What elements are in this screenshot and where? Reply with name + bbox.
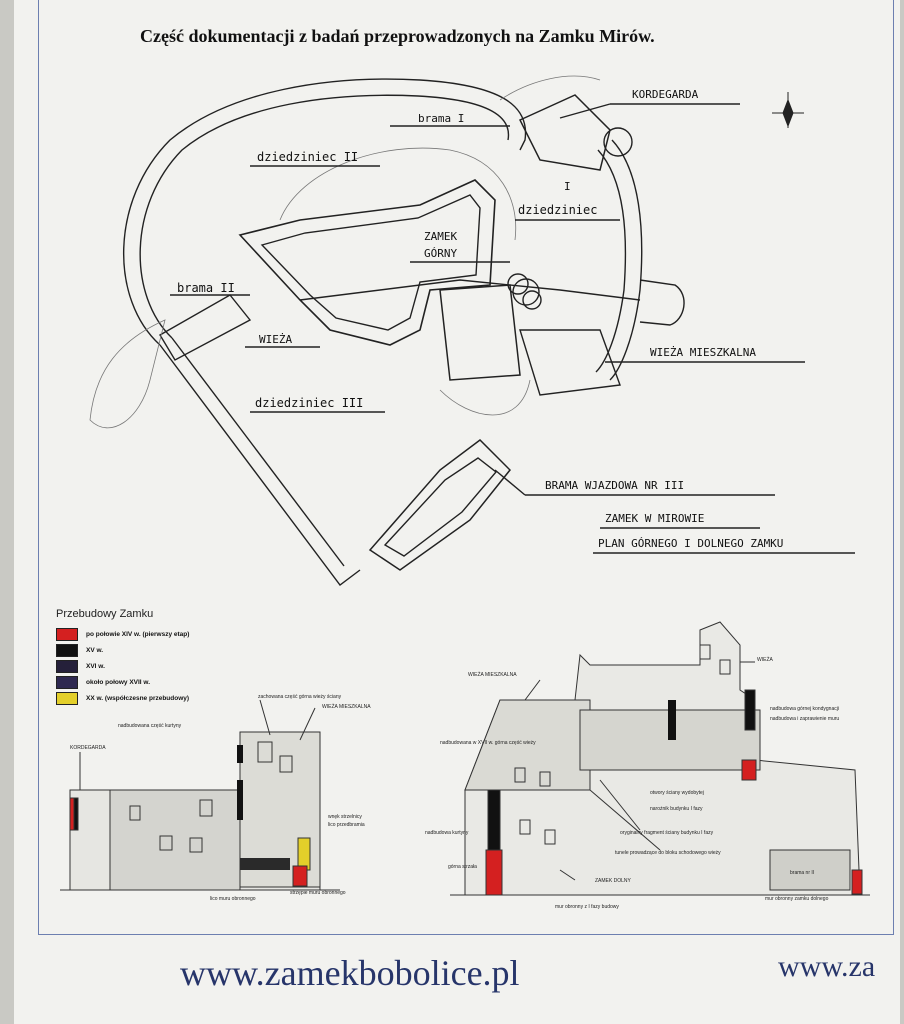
kordegarda-building: [518, 94, 611, 171]
website-url-cut: www.za: [778, 950, 876, 983]
elev-right-note: otwory ściany wydobytej: [650, 790, 704, 796]
gate-two: [159, 294, 252, 361]
label-dziedziniec-1: dziedziniec: [518, 203, 598, 217]
elev-right-note: brama nr II: [790, 870, 815, 876]
label-kordegarda: KORDEGARDA: [632, 88, 699, 101]
legend-item: po połowie XIV w. (pierwszy etap): [56, 626, 189, 642]
label-brama-1: brama I: [418, 112, 465, 125]
elev-left-note: strzępie muru obronnego: [290, 890, 346, 896]
label-zamek-w-mirowie: ZAMEK W MIROWIE: [605, 512, 705, 525]
label-dziedziniec-3: dziedziniec III: [255, 396, 364, 410]
elev-left-wieza-mieszkalna: WIEŻA MIESZKALNA: [322, 704, 371, 710]
legend-swatch: [56, 643, 78, 657]
label-wieza: WIEŻA: [259, 333, 293, 346]
east-bastion: [639, 279, 685, 326]
residential-tower: [439, 284, 521, 381]
elev-right-note: górna strzała: [448, 864, 477, 870]
legend-item: XV w.: [56, 642, 189, 658]
label-brama-2: brama II: [177, 281, 235, 295]
left-elevation: [60, 699, 340, 891]
elev-left-note: lico przedbramia: [328, 822, 365, 828]
elev-left-note: wnęk strzelnicy: [328, 814, 362, 820]
label-dziedziniec-2: dziedziniec II: [257, 150, 359, 164]
elev-right-note: nadbudowa i zaprawienie muru: [770, 716, 840, 722]
label-brama-wjazdowa: BRAMA WJAZDOWA NR III: [545, 479, 685, 492]
elev-right-wieza: WIEŻA: [757, 657, 773, 663]
legend-title: Przebudowy Zamku: [56, 608, 154, 620]
elev-right-note: mur obronny zamku dolnego: [765, 896, 829, 902]
page-title: Część dokumentacji z badań przeprowadzon…: [140, 26, 655, 46]
label-wieza-mieszkalna: WIEŻA MIESZKALNA: [650, 346, 756, 359]
upper-castle: [238, 179, 496, 346]
elev-left-note: lico muru obronnego: [210, 896, 256, 902]
elev-left-kordegarda: KORDEGARDA: [70, 745, 106, 751]
legend-item: XVI w.: [56, 658, 189, 674]
label-dziedziniec-1-num: I: [564, 180, 571, 193]
elev-right-note: nadbudowa górnej kondygnacji: [770, 706, 839, 712]
elev-left-note: nadbudowana część kurtyny: [118, 723, 182, 729]
upper-castle-inner: [260, 194, 481, 331]
east-wall-inner: [595, 149, 627, 373]
label-gorny: GÓRNY: [424, 247, 458, 260]
elev-right-note: nadbudowa kurtyny: [425, 830, 469, 836]
rock-outline: [89, 319, 166, 429]
elev-right-note: mur obronny z I fazy budowy: [555, 904, 619, 910]
outer-wall-inner: [139, 94, 510, 339]
entrance-gate: [368, 439, 512, 571]
outer-wall: [123, 78, 527, 346]
elev-left-note: zachowana część górna wieży ściany: [258, 694, 342, 700]
label-plan-zamku: PLAN GÓRNEGO I DOLNEGO ZAMKU: [598, 537, 784, 550]
legend-swatch: [56, 691, 78, 705]
elev-right-note: tunele prowadzące do bloku schodowego wi…: [615, 850, 721, 856]
legend-swatch: [56, 659, 78, 673]
legend-item: około połowy XVII w.: [56, 674, 189, 690]
kordegarda-tower: [603, 127, 633, 157]
legend: Przebudowy Zamku po połowie XIV w. (pier…: [56, 608, 189, 706]
elev-right-note: nadbudowana w XVII w. górna część wieży: [440, 740, 536, 746]
southwest-wall: [159, 344, 361, 586]
compass-icon: [772, 92, 804, 128]
legend-item: XX w. (współczesne przebudowy): [56, 690, 189, 706]
elev-right-wieza-mieszkalna: WIEŻA MIESZKALNA: [468, 672, 517, 678]
panel-frame: [38, 0, 894, 935]
label-zamek: ZAMEK: [424, 230, 458, 243]
legend-swatch: [56, 675, 78, 689]
elev-right-note: narożnik budynku I fazy: [650, 806, 703, 812]
right-elevation: [450, 621, 870, 896]
residential-block: [519, 329, 621, 396]
website-url[interactable]: www.zamekbobolice.pl: [180, 953, 520, 993]
legend-swatch: [56, 627, 78, 641]
elev-right-zamek-dolny: ZAMEK DOLNY: [595, 878, 631, 884]
elev-right-note: oryginalny fragment ściany budynku I faz…: [620, 830, 714, 836]
southwest-wall-inner: [171, 337, 345, 567]
